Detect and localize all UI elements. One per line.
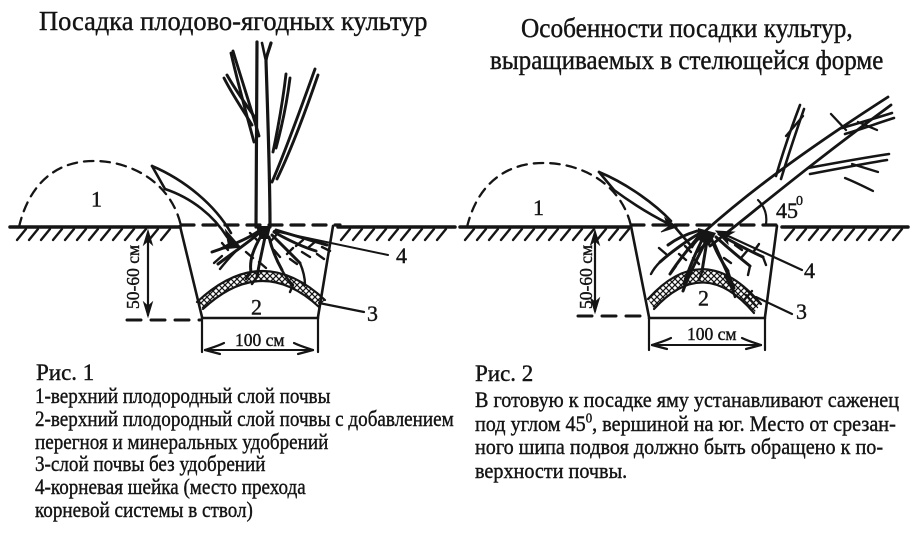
svg-text:4: 4 bbox=[396, 243, 407, 268]
svg-text:4: 4 bbox=[804, 258, 815, 283]
svg-text:45: 45 bbox=[776, 198, 798, 223]
svg-text:100 см: 100 см bbox=[235, 330, 284, 350]
svg-text:100 см: 100 см bbox=[687, 324, 736, 344]
svg-text:2: 2 bbox=[698, 286, 709, 311]
svg-text:1: 1 bbox=[91, 187, 102, 212]
svg-text:3: 3 bbox=[367, 301, 378, 326]
svg-text:1: 1 bbox=[533, 195, 544, 220]
svg-text:3: 3 bbox=[796, 299, 807, 324]
svg-text:50-60 см: 50-60 см bbox=[123, 245, 143, 309]
svg-text:0: 0 bbox=[796, 194, 803, 209]
svg-text:2: 2 bbox=[251, 295, 262, 320]
svg-text:50-60 см: 50-60 см bbox=[576, 245, 596, 309]
